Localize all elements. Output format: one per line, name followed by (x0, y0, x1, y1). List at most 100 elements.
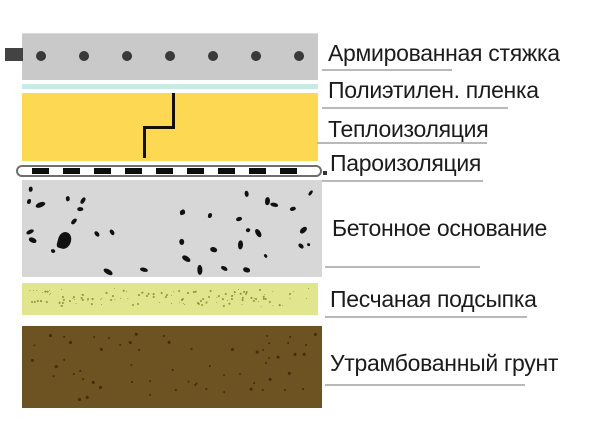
texture-speck (209, 246, 218, 253)
texture-speck (74, 303, 77, 305)
board-joint-line (143, 126, 175, 129)
texture-speck (271, 304, 274, 307)
rebar-dot (251, 51, 261, 61)
texture-speck (209, 290, 212, 293)
texture-speck (163, 335, 166, 338)
texture-speck (181, 253, 192, 263)
texture-speck (58, 301, 61, 304)
texture-speck (277, 355, 281, 359)
texture-speck (208, 364, 211, 367)
texture-speck (170, 294, 172, 297)
texture-speck (267, 341, 271, 345)
texture-speck (307, 288, 310, 290)
texture-speck (207, 212, 213, 218)
label-sand: Песчаная подсыпка (330, 286, 537, 312)
texture-speck (221, 297, 225, 301)
texture-speck (135, 332, 139, 336)
texture-speck (241, 266, 251, 273)
texture-speck (264, 298, 267, 301)
rebar-dot (208, 51, 218, 61)
texture-speck (62, 335, 66, 340)
texture-speck (141, 291, 144, 294)
texture-speck (252, 381, 256, 385)
texture-speck (160, 292, 163, 294)
texture-speck (79, 196, 86, 205)
texture-speck (81, 298, 85, 302)
texture-speck (33, 300, 37, 303)
label-film: Полиэтилен. пленка (328, 77, 539, 103)
label-concrete: Бетонное основание (332, 215, 548, 241)
texture-speck (152, 292, 155, 295)
texture-speck (46, 300, 49, 304)
texture-speck (103, 267, 114, 276)
texture-speck (62, 298, 65, 301)
texture-speck (265, 334, 269, 339)
texture-speck (293, 353, 298, 357)
label-soil: Утрамбованный грунт (330, 350, 559, 376)
texture-speck (177, 238, 185, 246)
texture-speck (194, 291, 197, 293)
texture-speck (34, 199, 46, 209)
texture-speck (289, 205, 297, 212)
texture-speck (27, 236, 38, 245)
texture-speck (302, 352, 307, 357)
texture-speck (30, 301, 34, 304)
texture-speck (268, 300, 271, 304)
texture-speck (288, 371, 292, 376)
texture-speck (167, 340, 172, 344)
texture-speck (233, 290, 236, 293)
texture-speck (159, 301, 161, 304)
texture-speck (93, 230, 101, 238)
texture-speck (78, 369, 82, 373)
texture-speck (172, 290, 174, 293)
texture-speck (301, 387, 304, 390)
texture-speck (239, 292, 242, 295)
texture-speck (284, 388, 287, 391)
texture-speck (251, 296, 253, 299)
texture-speck (268, 377, 272, 382)
texture-speck (263, 253, 269, 259)
texture-speck (99, 347, 104, 352)
texture-speck (215, 302, 218, 304)
texture-speck (204, 387, 208, 391)
texture-speck (231, 347, 235, 351)
texture-speck (68, 340, 73, 345)
texture-speck (81, 293, 85, 297)
texture-speck (148, 393, 152, 397)
texture-speck (286, 341, 290, 345)
texture-speck (281, 305, 284, 307)
texture-speck (313, 332, 317, 336)
texture-speck (122, 289, 125, 292)
texture-speck (224, 292, 228, 296)
texture-speck (30, 359, 34, 363)
texture-speck (118, 343, 122, 347)
texture-speck (253, 298, 255, 300)
texture-speck (26, 199, 32, 205)
texture-speck (90, 302, 93, 306)
texture-speck (61, 301, 65, 305)
texture-speck (40, 300, 42, 302)
texture-speck (25, 227, 35, 236)
texture-speck (174, 388, 177, 391)
texture-speck (48, 294, 50, 296)
label-rule (322, 69, 452, 71)
texture-speck (107, 336, 111, 340)
label-rule (322, 107, 508, 109)
texture-speck (200, 304, 204, 307)
texture-speck (112, 294, 115, 298)
texture-speck (292, 290, 295, 293)
texture-speck (199, 300, 203, 303)
texture-speck (65, 195, 71, 202)
label-rule (325, 316, 527, 318)
vapor-barrier-end-dot (323, 171, 327, 175)
texture-speck (238, 373, 242, 376)
texture-speck (114, 288, 116, 290)
texture-speck (68, 299, 72, 303)
texture-speck (60, 288, 62, 290)
texture-speck (131, 304, 135, 307)
layer-screed (22, 33, 318, 80)
texture-speck (137, 293, 140, 296)
texture-speck (190, 348, 193, 351)
texture-speck (98, 385, 102, 389)
texture-speck (228, 302, 231, 305)
